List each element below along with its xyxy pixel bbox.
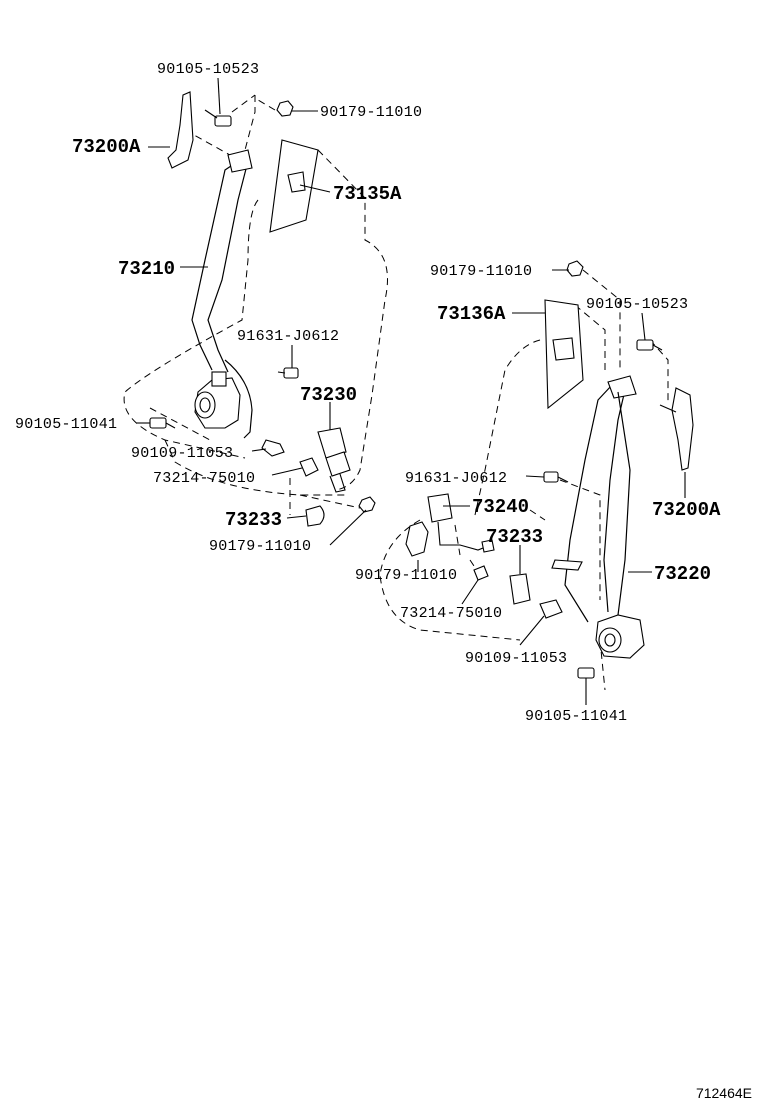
right-cap-73233 xyxy=(509,573,531,605)
label-90179-11010-right-bottom: 90179-11010 xyxy=(355,567,457,584)
left-bolt-91631-J0612 xyxy=(277,367,299,379)
left-bolt-90105-10523 xyxy=(204,109,232,127)
left-buckle-73230 xyxy=(317,427,351,493)
right-nut-bottom xyxy=(405,521,429,557)
label-91631-J0612-right: 91631-J0612 xyxy=(405,470,507,487)
right-bolt-91631-J0612 xyxy=(543,471,569,483)
right-dashed-lower xyxy=(379,479,606,691)
label-91631-J0612-left: 91631-J0612 xyxy=(237,328,339,345)
right-nut-top xyxy=(566,260,584,277)
left-cover-73214-75010 xyxy=(299,457,319,477)
label-90105-10523-left: 90105-10523 xyxy=(157,61,259,78)
left-belt-webbing xyxy=(191,159,248,373)
left-bolt-90109-11053 xyxy=(261,439,285,457)
left-seat-belt-assembly xyxy=(123,91,388,527)
label-73214-75010-left: 73214-75010 xyxy=(153,470,255,487)
right-cover-73214-75010 xyxy=(473,565,489,581)
label-90179-11010-left-bottom: 90179-11010 xyxy=(209,538,311,555)
right-pillar-cover-slot xyxy=(552,337,575,361)
label-73220: 73220 xyxy=(654,563,711,585)
label-73233-left: 73233 xyxy=(225,509,282,531)
label-73233-right: 73233 xyxy=(486,526,543,548)
label-90179-11010-right-top: 90179-11010 xyxy=(430,263,532,280)
left-retractor xyxy=(194,371,241,429)
left-anchor-bracket xyxy=(167,91,194,169)
right-belt-webbing xyxy=(564,384,626,623)
left-pillar-cover-slot xyxy=(287,171,306,193)
right-dashed-outline xyxy=(474,269,669,516)
label-73214-75010-right: 73214-75010 xyxy=(400,605,502,622)
label-90105-11041-left: 90105-11041 xyxy=(15,416,117,433)
label-90109-11053-right: 90109-11053 xyxy=(465,650,567,667)
label-90179-11010-left-top: 90179-11010 xyxy=(320,104,422,121)
part-labels: 90105-10523 90179-11010 73200A 73135A 73… xyxy=(15,61,721,725)
right-bolt-90105-11041 xyxy=(577,667,595,679)
label-73136A: 73136A xyxy=(437,303,506,325)
figure-code: 712464E xyxy=(696,1085,752,1101)
label-90105-10523-right: 90105-10523 xyxy=(586,296,688,313)
left-belt-lower xyxy=(224,359,253,439)
right-bolt-90105-10523 xyxy=(636,339,663,351)
leader-lines xyxy=(136,77,686,705)
label-73210: 73210 xyxy=(118,258,175,280)
right-seat-belt-assembly xyxy=(379,260,694,691)
right-bolt-90109-11053 xyxy=(539,599,563,619)
left-nut-top xyxy=(276,100,294,117)
label-73200A-left: 73200A xyxy=(72,136,141,158)
label-73230: 73230 xyxy=(300,384,357,406)
left-belt-guide xyxy=(227,149,253,173)
label-73135A: 73135A xyxy=(333,183,402,205)
right-anchor-bolt-line xyxy=(659,404,677,413)
left-dashed-top-bracket xyxy=(184,94,276,156)
label-90109-11053-left: 90109-11053 xyxy=(131,445,233,462)
label-73240: 73240 xyxy=(472,496,529,518)
left-dashed-outline xyxy=(123,95,388,491)
right-belt-tongue xyxy=(551,559,583,571)
right-retractor xyxy=(595,614,645,659)
left-nut-bottom xyxy=(358,496,376,513)
right-belt-guide xyxy=(607,375,637,399)
right-buckle-73240 xyxy=(427,493,495,553)
right-belt-outer xyxy=(617,391,631,616)
label-90105-11041-right: 90105-11041 xyxy=(525,708,627,725)
right-anchor-bracket xyxy=(671,387,694,471)
label-73200A-right: 73200A xyxy=(652,499,721,521)
left-cap-73233 xyxy=(305,505,325,527)
